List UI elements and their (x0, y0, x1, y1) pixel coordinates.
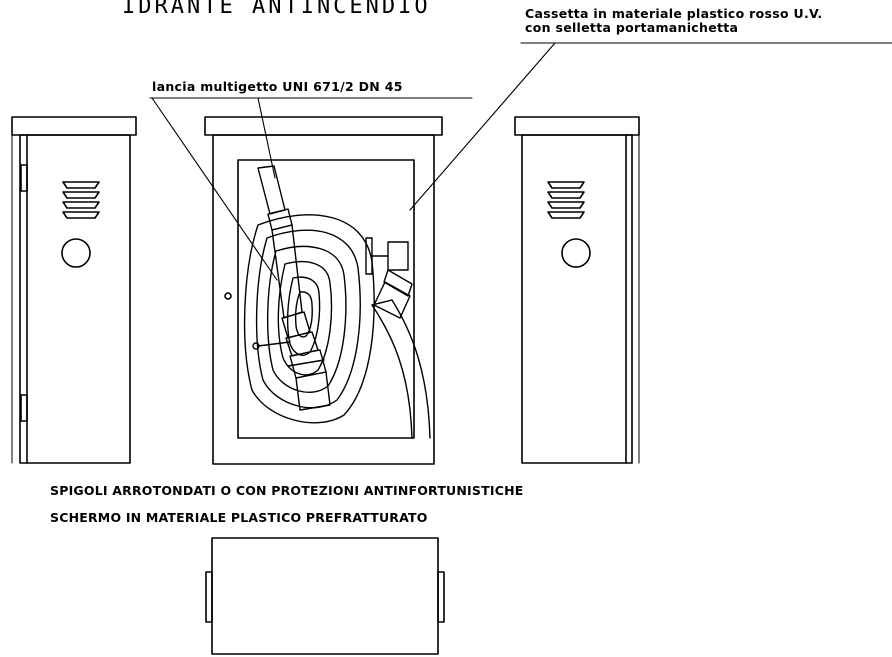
cassetta-label-line1: Cassetta in materiale plastico rosso U.V… (525, 6, 823, 21)
vent-louvres-left (63, 182, 99, 218)
front-view (205, 117, 442, 464)
spec-note-2: SCHERMO IN MATERIALE PLASTICO PREFRATTUR… (50, 510, 428, 525)
left-side-view (12, 117, 136, 463)
glass-panel (238, 160, 414, 438)
lock-dot (225, 293, 231, 299)
spec-note-1: SPIGOLI ARROTONDATI O CON PROTEZIONI ANT… (50, 483, 524, 498)
leader-lines (150, 43, 892, 280)
lancia-label: lancia multigetto UNI 671/2 DN 45 (152, 79, 403, 94)
cassetta-label-line2: con selletta portamanichetta (525, 20, 739, 35)
plan-view (206, 538, 444, 654)
vent-louvres-right (548, 182, 584, 218)
hose-reel (245, 215, 430, 438)
right-side-view (515, 117, 639, 463)
vent-hole-right (562, 239, 590, 267)
nozzle (253, 166, 330, 410)
vent-hole-left (62, 239, 90, 267)
drawing-title: IDRANTE ANTINCENDIO (122, 0, 431, 19)
